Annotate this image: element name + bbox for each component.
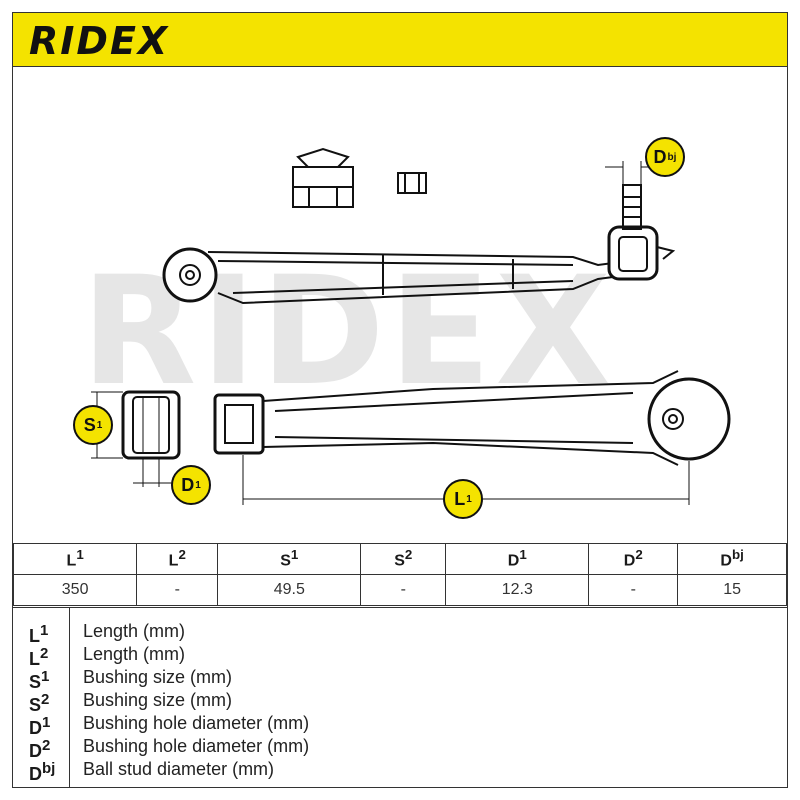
spec-header-l1: L1 bbox=[12, 543, 138, 575]
product-sheet: RIDEX RIDEX bbox=[12, 12, 788, 788]
legend-item: D1 Bushing hole diameter (mm) bbox=[13, 712, 787, 738]
badge-d1-letter: D bbox=[181, 474, 195, 495]
spec-header-d2: D2 bbox=[588, 543, 679, 575]
brand-logo: RIDEX bbox=[29, 19, 170, 63]
bushing-part bbox=[91, 390, 181, 487]
dust-boot-part bbox=[292, 147, 354, 208]
legend-item: Dbj Ball stud diameter (mm) bbox=[13, 758, 787, 784]
legend-divider bbox=[69, 608, 70, 788]
legend-key: Dbj bbox=[29, 760, 56, 784]
spec-value-l2: - bbox=[136, 574, 219, 606]
spec-value-d2: - bbox=[588, 574, 679, 606]
legend-text: Bushing hole diameter (mm) bbox=[83, 713, 310, 733]
legend-text: Ball stud diameter (mm) bbox=[83, 759, 275, 779]
part-illustration bbox=[91, 147, 731, 505]
legend-item: L2 Length (mm) bbox=[13, 643, 787, 669]
spec-value-row: 350 - 49.5 - 12.3 - 15 bbox=[12, 574, 787, 606]
spec-header-dbj: Dbj bbox=[677, 543, 787, 575]
badge-s1-sup: 1 bbox=[96, 419, 103, 431]
spec-header-s1: S1 bbox=[217, 543, 362, 575]
spec-header-l2: L2 bbox=[136, 543, 219, 575]
legend: L1 Length (mm) L2 Length (mm) S1 Bushing… bbox=[13, 607, 787, 788]
legend-item: L1 Length (mm) bbox=[13, 620, 787, 646]
legend-text: Length (mm) bbox=[83, 621, 186, 641]
legend-item: S2 Bushing size (mm) bbox=[13, 689, 787, 715]
spec-value-l1: 350 bbox=[12, 574, 138, 606]
control-arm-side-view bbox=[162, 161, 676, 305]
spec-value-d1: 12.3 bbox=[445, 574, 590, 606]
legend-key: L1 bbox=[29, 622, 49, 646]
spec-header-s2: S2 bbox=[360, 543, 447, 575]
legend-key: S1 bbox=[29, 668, 50, 692]
spec-value-s2: - bbox=[360, 574, 447, 606]
badge-l1-sup: 1 bbox=[466, 493, 472, 505]
technical-drawing: RIDEX bbox=[13, 67, 787, 543]
brand-header: RIDEX bbox=[13, 13, 787, 67]
badge-s1-letter: S bbox=[83, 414, 96, 435]
nut-part bbox=[397, 172, 427, 194]
badge-l1-letter: L bbox=[454, 488, 466, 509]
badge-d1-sup: 1 bbox=[195, 479, 201, 491]
badge-dbj-letter: D bbox=[653, 146, 667, 167]
legend-key: L2 bbox=[29, 645, 49, 669]
spec-value-dbj: 15 bbox=[677, 574, 787, 606]
spec-value-s1: 49.5 bbox=[217, 574, 362, 606]
control-arm-top-view bbox=[213, 370, 731, 505]
spec-header-row: L1 L2 S1 S2 D1 D2 Dbj bbox=[12, 543, 787, 575]
legend-key: S2 bbox=[29, 691, 50, 715]
spec-table: L1 L2 S1 S2 D1 D2 Dbj 350 - 49.5 - 12.3 … bbox=[12, 543, 787, 606]
legend-key: D2 bbox=[29, 737, 51, 761]
legend-text: Bushing hole diameter (mm) bbox=[83, 736, 310, 756]
legend-item: S1 Bushing size (mm) bbox=[13, 666, 787, 692]
legend-text: Length (mm) bbox=[83, 644, 186, 664]
legend-text: Bushing size (mm) bbox=[83, 690, 233, 710]
legend-text: Bushing size (mm) bbox=[83, 667, 233, 687]
legend-key: D1 bbox=[29, 714, 51, 738]
legend-item: D2 Bushing hole diameter (mm) bbox=[13, 735, 787, 761]
badge-dbj-sup: bj bbox=[667, 151, 677, 163]
spec-header-d1: D1 bbox=[445, 543, 590, 575]
